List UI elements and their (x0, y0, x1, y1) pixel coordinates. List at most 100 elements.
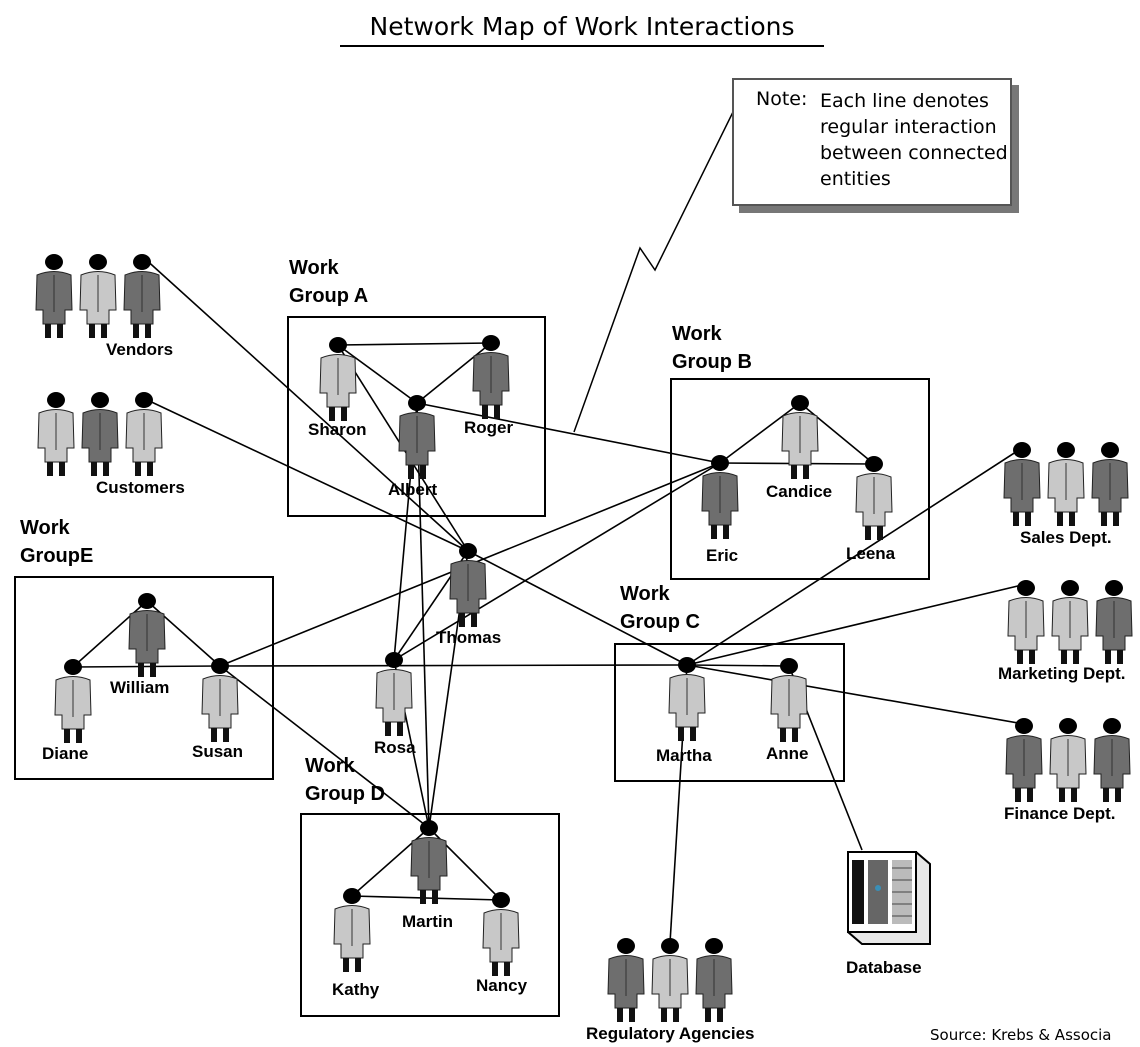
person-label-candice: Candice (766, 482, 833, 501)
external-label-vendors: Vendors (106, 340, 174, 359)
external-figure-vendors-2 (79, 254, 117, 338)
person-label-martha: Martha (656, 746, 712, 765)
external-label-sales: Sales Dept. (1020, 528, 1112, 547)
person-label-thomas: Thomas (436, 628, 502, 647)
person-label-albert: Albert (388, 480, 438, 499)
person-figure-albert (398, 395, 436, 479)
external-group-marketing (1007, 580, 1133, 664)
note-label: Note: (756, 88, 808, 110)
connection-line-customers-thomas (142, 397, 469, 552)
person-label-nancy: Nancy (476, 976, 528, 995)
connection-line-susan-martha (219, 664, 688, 667)
group-box-c (614, 643, 845, 782)
connection-line-diane-susan (72, 665, 221, 668)
connection-line-albert-martin (416, 402, 430, 829)
connection-line-marketing-martha (686, 583, 1027, 666)
connection-line-layer (72, 256, 1027, 944)
external-figure-marketing-1 (1007, 580, 1045, 664)
external-group-customers (37, 392, 163, 476)
connection-line-martha-anne (686, 664, 790, 667)
external-group-vendors (35, 254, 161, 338)
person-figure-candice (781, 395, 819, 479)
connection-line-sales-martha (686, 447, 1023, 666)
person-label-william: William (110, 678, 170, 697)
group-box-e (14, 576, 274, 780)
group-box-b (670, 378, 930, 580)
diagram-title: Network Map of Work Interactions (340, 12, 824, 47)
person-figure-thomas (449, 543, 487, 627)
external-figure-customers-2 (81, 392, 119, 476)
external-figure-finance-1 (1005, 718, 1043, 802)
people-layer (54, 335, 893, 976)
external-figure-vendors-3 (123, 254, 161, 338)
person-figure-diane (54, 659, 92, 743)
external-label-database: Database (846, 958, 922, 977)
external-figure-finance-2 (1049, 718, 1087, 802)
group-label-a: Work Group A (289, 257, 369, 307)
external-group-sales (1003, 442, 1129, 526)
connection-line-kathy-nancy (351, 895, 502, 901)
person-figure-eric (701, 455, 739, 539)
connection-line-sharon-roger (337, 342, 492, 346)
group-label-e: Work GroupE (20, 517, 94, 567)
person-figure-nancy (482, 892, 520, 976)
person-figure-kathy (333, 888, 371, 972)
person-figure-martha (668, 657, 706, 741)
external-figure-sales-3 (1091, 442, 1129, 526)
external-figure-customers-1 (37, 392, 75, 476)
external-figure-regulatory-2 (651, 938, 689, 1022)
group-label-c: Work Group C (620, 583, 700, 633)
note-text: Each line denotes regular interaction be… (820, 90, 1008, 190)
note-pointer-line (573, 111, 734, 433)
connection-line-finance-martha (686, 664, 1025, 725)
external-label-regulatory: Regulatory Agencies (586, 1024, 755, 1043)
database-icon (847, 851, 931, 945)
connection-line-roger-albert (416, 342, 492, 404)
source-credit: Source: Krebs & Associa (930, 1026, 1112, 1044)
connection-line-sharon-albert (337, 344, 418, 404)
person-label-sharon: Sharon (308, 420, 367, 439)
external-figure-vendors-1 (35, 254, 73, 338)
external-figure-marketing-3 (1095, 580, 1133, 664)
connection-line-rosa-eric (393, 462, 721, 661)
connection-line-thomas-martha (467, 550, 688, 666)
external-figure-sales-1 (1003, 442, 1041, 526)
external-label-finance: Finance Dept. (1004, 804, 1116, 823)
person-figure-anne (770, 658, 808, 742)
person-label-eric: Eric (706, 546, 739, 565)
connection-line-eric-candice (719, 402, 801, 464)
external-figure-sales-2 (1047, 442, 1085, 526)
external-figure-customers-3 (125, 392, 163, 476)
person-label-anne: Anne (766, 744, 809, 763)
person-figure-sharon (319, 337, 357, 421)
group-label-d: Work Group D (305, 755, 385, 805)
person-label-roger: Roger (464, 418, 514, 437)
note-box: Note: Each line denotes regular interact… (732, 78, 1012, 206)
person-figure-rosa (375, 652, 413, 736)
person-figure-william (128, 593, 166, 677)
person-figure-susan (201, 658, 239, 742)
person-label-martin: Martin (402, 912, 453, 931)
person-label-kathy: Kathy (332, 980, 380, 999)
external-figure-regulatory-1 (607, 938, 645, 1022)
external-figure-marketing-2 (1051, 580, 1089, 664)
connection-line-susan-martin (219, 665, 430, 829)
person-figure-roger (472, 335, 510, 419)
external-group-finance (1005, 718, 1131, 802)
external-figure-finance-3 (1093, 718, 1131, 802)
connection-line-candice-leena (799, 402, 875, 465)
group-box-a (287, 316, 546, 517)
external-group-regulatory (607, 938, 733, 1022)
group-box-d (300, 813, 560, 1017)
person-label-rosa: Rosa (374, 738, 416, 757)
external-figure-regulatory-3 (695, 938, 733, 1022)
person-label-leena: Leena (846, 544, 896, 563)
person-label-diane: Diane (42, 744, 89, 763)
connection-line-vendors-thomas (142, 256, 469, 552)
external-label-marketing: Marketing Dept. (998, 664, 1126, 683)
person-figure-martin (410, 820, 448, 904)
person-label-susan: Susan (192, 742, 244, 761)
external-label-customers: Customers (96, 478, 185, 497)
